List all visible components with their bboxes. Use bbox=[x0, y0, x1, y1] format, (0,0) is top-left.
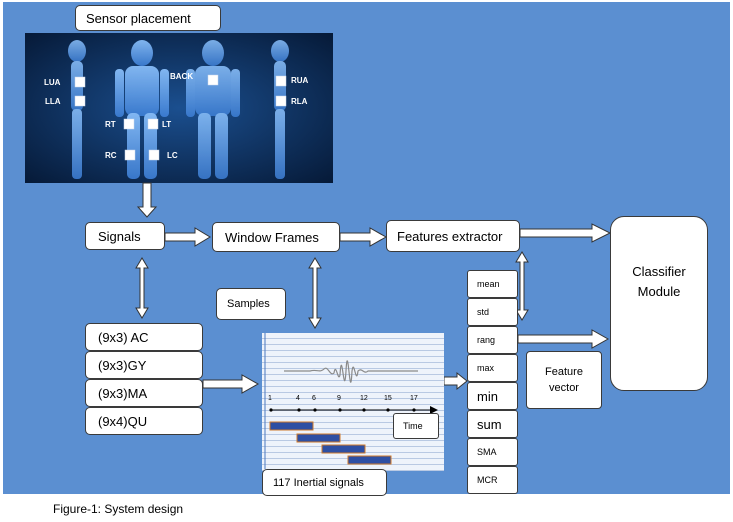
sensor-rc bbox=[124, 149, 136, 161]
feature-item: min bbox=[467, 382, 518, 410]
label-lc: LC bbox=[167, 151, 178, 160]
sensor-back bbox=[207, 74, 219, 86]
feature-item: rang bbox=[467, 326, 518, 354]
feature-item: max bbox=[467, 354, 518, 382]
figure-back bbox=[186, 40, 240, 179]
label-rc: RC bbox=[105, 151, 117, 160]
arrow-window-to-features bbox=[339, 227, 388, 247]
features-extractor-node: Features extractor bbox=[386, 220, 520, 252]
arrow-signaltypes-to-inertial bbox=[202, 374, 260, 394]
sensor-rua bbox=[275, 75, 287, 87]
figure-caption: Figure-1: System design bbox=[53, 502, 184, 516]
signals-node: Signals bbox=[85, 222, 165, 250]
label-lua: LUA bbox=[44, 78, 61, 87]
samples-node: Samples bbox=[216, 288, 286, 320]
arrow-signals-signaltypes bbox=[135, 257, 149, 319]
signal-type-item: (9x4)QU bbox=[85, 407, 203, 435]
tick-label: 6 bbox=[312, 395, 316, 402]
feature-vector-node: Feature vector bbox=[526, 351, 602, 409]
sensor-placement-title: Sensor placement bbox=[75, 5, 221, 31]
feature-item: sum bbox=[467, 410, 518, 438]
sensor-lla bbox=[74, 95, 86, 107]
tick-label: 1 bbox=[268, 395, 272, 402]
sensor-lua bbox=[74, 76, 86, 88]
window-frames-node: Window Frames bbox=[212, 222, 340, 252]
arrow-features-to-classifier bbox=[519, 223, 612, 243]
figure-front bbox=[115, 40, 169, 179]
window-bar bbox=[321, 444, 366, 454]
classifier-module-node: Classifier Module bbox=[610, 216, 708, 391]
signal-types-list: (9x3) AC (9x3)GY (9x3)MA (9x4)QU bbox=[85, 323, 203, 435]
tick-label: 15 bbox=[384, 395, 392, 402]
label-lt: LT bbox=[162, 120, 172, 129]
signal-type-item: (9x3)GY bbox=[85, 351, 203, 379]
arrow-inertial-to-features bbox=[443, 371, 468, 391]
signal-type-item: (9x3)MA bbox=[85, 379, 203, 407]
tick-label: 12 bbox=[360, 395, 368, 402]
tick-label: 9 bbox=[337, 395, 341, 402]
label-back: BACK bbox=[170, 72, 194, 81]
arrow-features-list bbox=[515, 251, 529, 321]
feature-item: MCR bbox=[467, 466, 518, 494]
tick-label: 4 bbox=[296, 395, 300, 402]
arrow-body-to-signals bbox=[136, 182, 158, 218]
inertial-signals-caption: 117 Inertial signals bbox=[262, 469, 387, 496]
sensor-rt bbox=[123, 118, 135, 130]
feature-item: std bbox=[467, 298, 518, 326]
body-sensor-image bbox=[25, 33, 333, 183]
inertial-signals-image bbox=[262, 333, 444, 471]
feature-item: SMA bbox=[467, 438, 518, 466]
arrow-rang-to-classifier bbox=[517, 329, 610, 349]
label-rt: RT bbox=[105, 120, 116, 129]
window-bar bbox=[296, 433, 341, 443]
label-rua: RUA bbox=[291, 76, 309, 85]
features-list: mean std rang max min sum SMA MCR bbox=[467, 270, 518, 494]
window-bars bbox=[269, 421, 392, 465]
timeline-ticks bbox=[269, 408, 416, 412]
sensor-lt bbox=[147, 118, 159, 130]
arrow-window-inertial bbox=[308, 257, 322, 329]
tick-label: 17 bbox=[410, 395, 418, 402]
sensor-rla bbox=[275, 95, 287, 107]
time-label-box: Time bbox=[393, 413, 439, 439]
label-rla: RLA bbox=[291, 97, 308, 106]
sensor-lc bbox=[148, 149, 160, 161]
arrow-signals-to-window bbox=[164, 227, 211, 247]
wavelet-signal bbox=[284, 360, 418, 383]
window-bar bbox=[269, 421, 314, 431]
window-bar bbox=[347, 455, 392, 465]
feature-item: mean bbox=[467, 270, 518, 298]
signal-type-item: (9x3) AC bbox=[85, 323, 203, 351]
label-lla: LLA bbox=[45, 97, 61, 106]
